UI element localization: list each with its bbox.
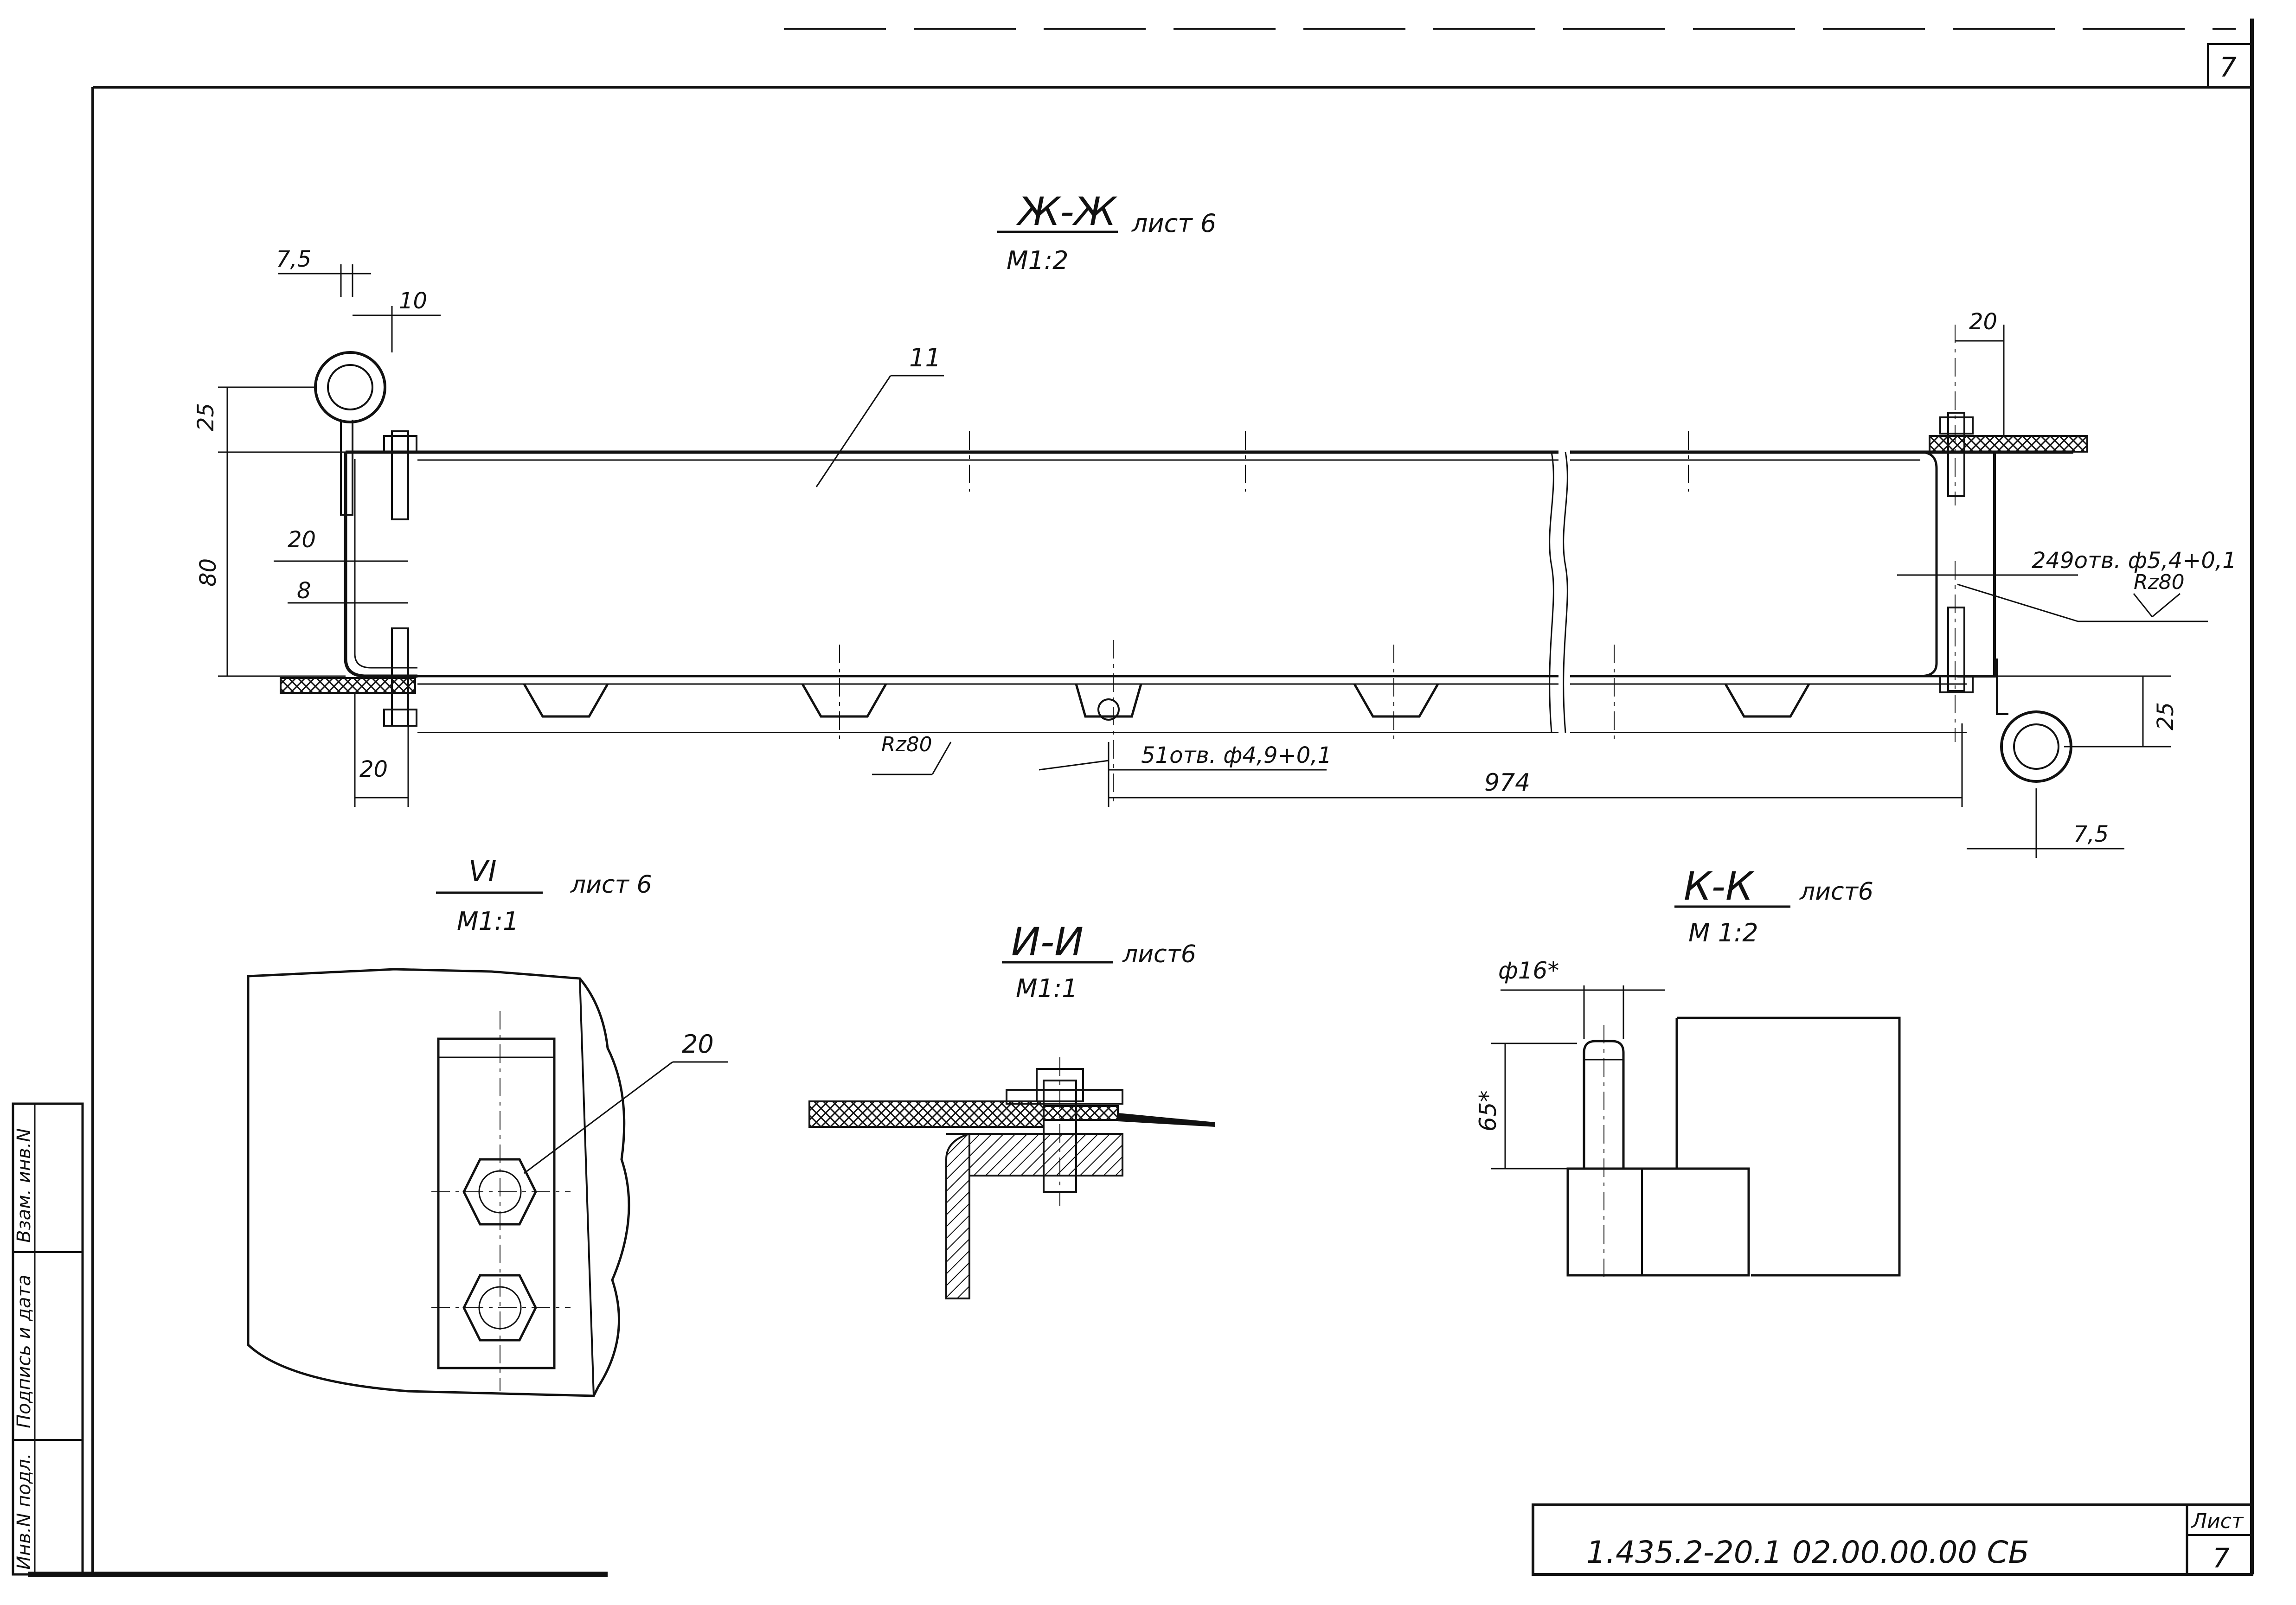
section-kk-sheet-ref: лист6 (1799, 878, 1873, 906)
section-zh-dimensions (218, 264, 2208, 858)
dim-20-right: 20 (1969, 309, 1997, 335)
section-ii: И-И лист6 М1:1 (808, 919, 1215, 1299)
section-ii-title: И-И (1011, 919, 1084, 965)
dim-20-bottom: 20 (359, 756, 388, 782)
stamp-inv-podl: Инв.N подл. (13, 1453, 35, 1570)
roughness-right: Rz80 (2134, 570, 2185, 594)
view-vi-sheet-ref: лист 6 (570, 871, 652, 899)
dim-height-65: 65* (1475, 1090, 1501, 1132)
dim-10: 10 (399, 288, 427, 314)
doc-number: 1.435.2-20.1 02.00.00.00 СБ (1586, 1535, 2029, 1570)
dim-25-right: 25 (2153, 702, 2179, 730)
dim-8: 8 (297, 578, 311, 604)
section-kk: К-К лист6 М 1:2 ф16* 65* (1475, 863, 1901, 1280)
section-kk-scale: М 1:2 (1688, 918, 1758, 947)
stamp-vzam-inv: Взам. инв.N (13, 1128, 35, 1243)
dim-80: 80 (195, 558, 221, 587)
dim-25-left: 25 (193, 403, 219, 431)
stamp-podpis-data: Подпись и дата (13, 1275, 35, 1428)
section-ii-scale: М1:1 (1016, 974, 1078, 1003)
section-kk-title: К-К (1684, 863, 1755, 909)
dim-974: 974 (1484, 769, 1530, 797)
sheet-corner-number: 7 (2219, 51, 2237, 83)
section-zh-sheet-ref: лист 6 (1131, 209, 1216, 238)
view-vi: VI лист 6 М1:1 20 (247, 854, 728, 1397)
section-zh-title: Ж-Ж (1016, 189, 1118, 234)
sheet-frame (28, 19, 2254, 1577)
holes-right-note: 249отв. ф5,4+0,1 (2032, 548, 2237, 574)
dim-20-inner: 20 (288, 527, 316, 553)
side-stamp: Инв.N подл. Подпись и дата Взам. инв.N (12, 1102, 84, 1576)
section-zh: Ж-Ж лист 6 М1:2 (193, 189, 2237, 858)
title-block: 1.435.2-20.1 02.00.00.00 СБ Лист 7 (1532, 1503, 2253, 1576)
callout-item-11: 11 (909, 343, 941, 372)
callout-item-20: 20 (682, 1030, 714, 1059)
holes-bottom-note: 51отв. ф4,9+0,1 (1141, 742, 1332, 768)
dim-7-5-bottom: 7,5 (2073, 821, 2109, 847)
dim-7-5-top: 7,5 (276, 246, 311, 272)
dim-diameter-16: ф16* (1498, 957, 1559, 984)
roughness-bottom: Rz80 (881, 733, 932, 756)
sheet-number: 7 (2213, 1542, 2230, 1574)
section-ii-sheet-ref: лист6 (1122, 940, 1196, 968)
section-zh-scale: М1:2 (1007, 246, 1069, 275)
view-vi-scale: М1:1 (457, 907, 519, 936)
tray-body (280, 325, 2088, 807)
sheet-label: Лист (2191, 1509, 2244, 1533)
vi-plate (437, 1037, 556, 1369)
view-vi-title: VI (468, 854, 497, 888)
